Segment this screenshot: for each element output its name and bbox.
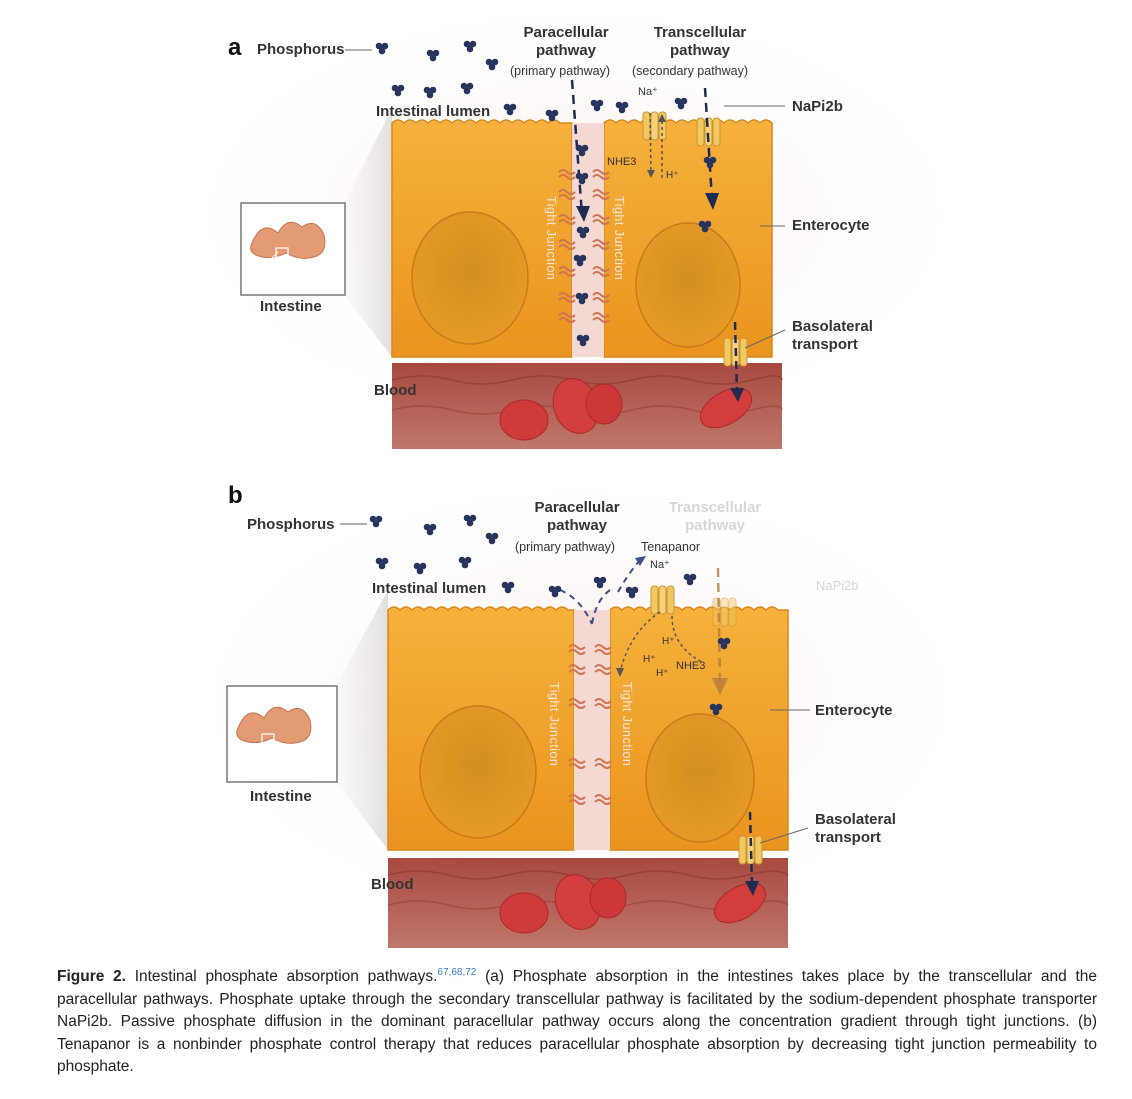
panel-b-letter: b xyxy=(228,482,243,509)
figure-diagram xyxy=(155,0,1000,948)
nucleus xyxy=(635,222,741,348)
basolateral-label: Basolateral transport xyxy=(792,318,873,354)
na-label: Na⁺ xyxy=(650,559,670,571)
transcellular-line1: Transcellular xyxy=(668,499,762,516)
intestinal-lumen-label: Intestinal lumen xyxy=(376,103,491,120)
intestine-label: Intestine xyxy=(250,788,312,805)
h-label: H⁺ xyxy=(662,636,675,647)
caption-refs[interactable]: 67,68,72 xyxy=(437,966,477,978)
intestine-icon xyxy=(236,706,312,744)
basolateral-line1: Basolateral xyxy=(815,811,896,828)
rbc xyxy=(585,383,623,425)
paracellular-line1: Paracellular xyxy=(523,24,609,41)
transcellular-line2: pathway xyxy=(669,42,730,59)
phosphorus-label: Phosphorus xyxy=(247,516,335,533)
nhe3-label: NHE3 xyxy=(676,660,706,672)
na-label: Na⁺ xyxy=(638,86,658,98)
phosphorus-label: Phosphorus xyxy=(257,41,345,58)
nhe3-label: NHE3 xyxy=(607,156,637,168)
nucleus xyxy=(411,211,529,345)
panel-b xyxy=(160,460,1000,948)
transcellular-pathway-label-faded: Transcellular pathway xyxy=(660,499,770,535)
h-label: H⁺ xyxy=(656,668,669,679)
tight-junction-label-right: Tight Junction xyxy=(620,682,634,767)
paracellular-pathway-label: Paracellular pathway xyxy=(522,499,632,535)
blood-label: Blood xyxy=(374,382,417,399)
paracellular-line2: pathway xyxy=(546,517,607,534)
paracellular-line2: pathway xyxy=(535,42,596,59)
intestine-label: Intestine xyxy=(260,298,322,315)
paracellular-sub: (primary pathway) xyxy=(510,64,611,78)
h-label: H⁺ xyxy=(666,170,679,181)
paracellular-pathway-label: Paracellular pathway xyxy=(511,24,621,60)
transcellular-line1: Transcellular xyxy=(653,24,747,41)
transcellular-pathway-label: Transcellular pathway xyxy=(640,24,760,60)
figure-caption: Figure 2. Intestinal phosphate absorptio… xyxy=(57,966,1097,1079)
enterocyte-label: Enterocyte xyxy=(792,217,870,234)
intestine-icon xyxy=(250,221,326,259)
basolateral-line1: Basolateral xyxy=(792,318,873,335)
tenapanor-label: Tenapanor xyxy=(641,540,701,554)
basolateral-line2: transport xyxy=(792,336,858,353)
nucleus xyxy=(419,705,537,839)
intestinal-lumen-label: Intestinal lumen xyxy=(372,580,487,597)
nhe3-transporter xyxy=(650,585,675,615)
basolateral-line2: transport xyxy=(815,829,881,846)
rbc xyxy=(499,892,549,934)
panel-a-letter: a xyxy=(228,34,242,61)
rbc xyxy=(589,877,627,919)
paracellular-line1: Paracellular xyxy=(534,499,620,516)
transcellular-sub: (secondary pathway) xyxy=(632,64,749,78)
napi2b-label-faded: NaPi2b xyxy=(816,578,859,593)
h-label: H⁺ xyxy=(643,654,656,665)
napi2b-label: NaPi2b xyxy=(792,98,843,115)
enterocyte-label: Enterocyte xyxy=(815,702,893,719)
napi2b-transporter-faded xyxy=(712,597,737,627)
nucleus xyxy=(645,713,755,843)
rbc xyxy=(499,399,549,441)
caption-title: Intestinal phosphate absorption pathways… xyxy=(134,968,438,985)
tight-junction-label-left: Tight Junction xyxy=(544,196,558,281)
caption-body: (a) Phosphate absorption in the intestin… xyxy=(57,968,1097,1075)
figure-label: Figure 2. xyxy=(57,968,126,985)
paracellular-space xyxy=(574,610,610,850)
tight-junction-label-left: Tight Junction xyxy=(547,682,561,767)
paracellular-sub: (primary pathway) xyxy=(515,540,616,554)
blood-label: Blood xyxy=(371,876,414,893)
panel-a xyxy=(155,0,995,449)
basolateral-label: Basolateral transport xyxy=(815,811,896,847)
tight-junction-label-right: Tight Junction xyxy=(612,196,626,281)
transcellular-line2: pathway xyxy=(684,517,745,534)
